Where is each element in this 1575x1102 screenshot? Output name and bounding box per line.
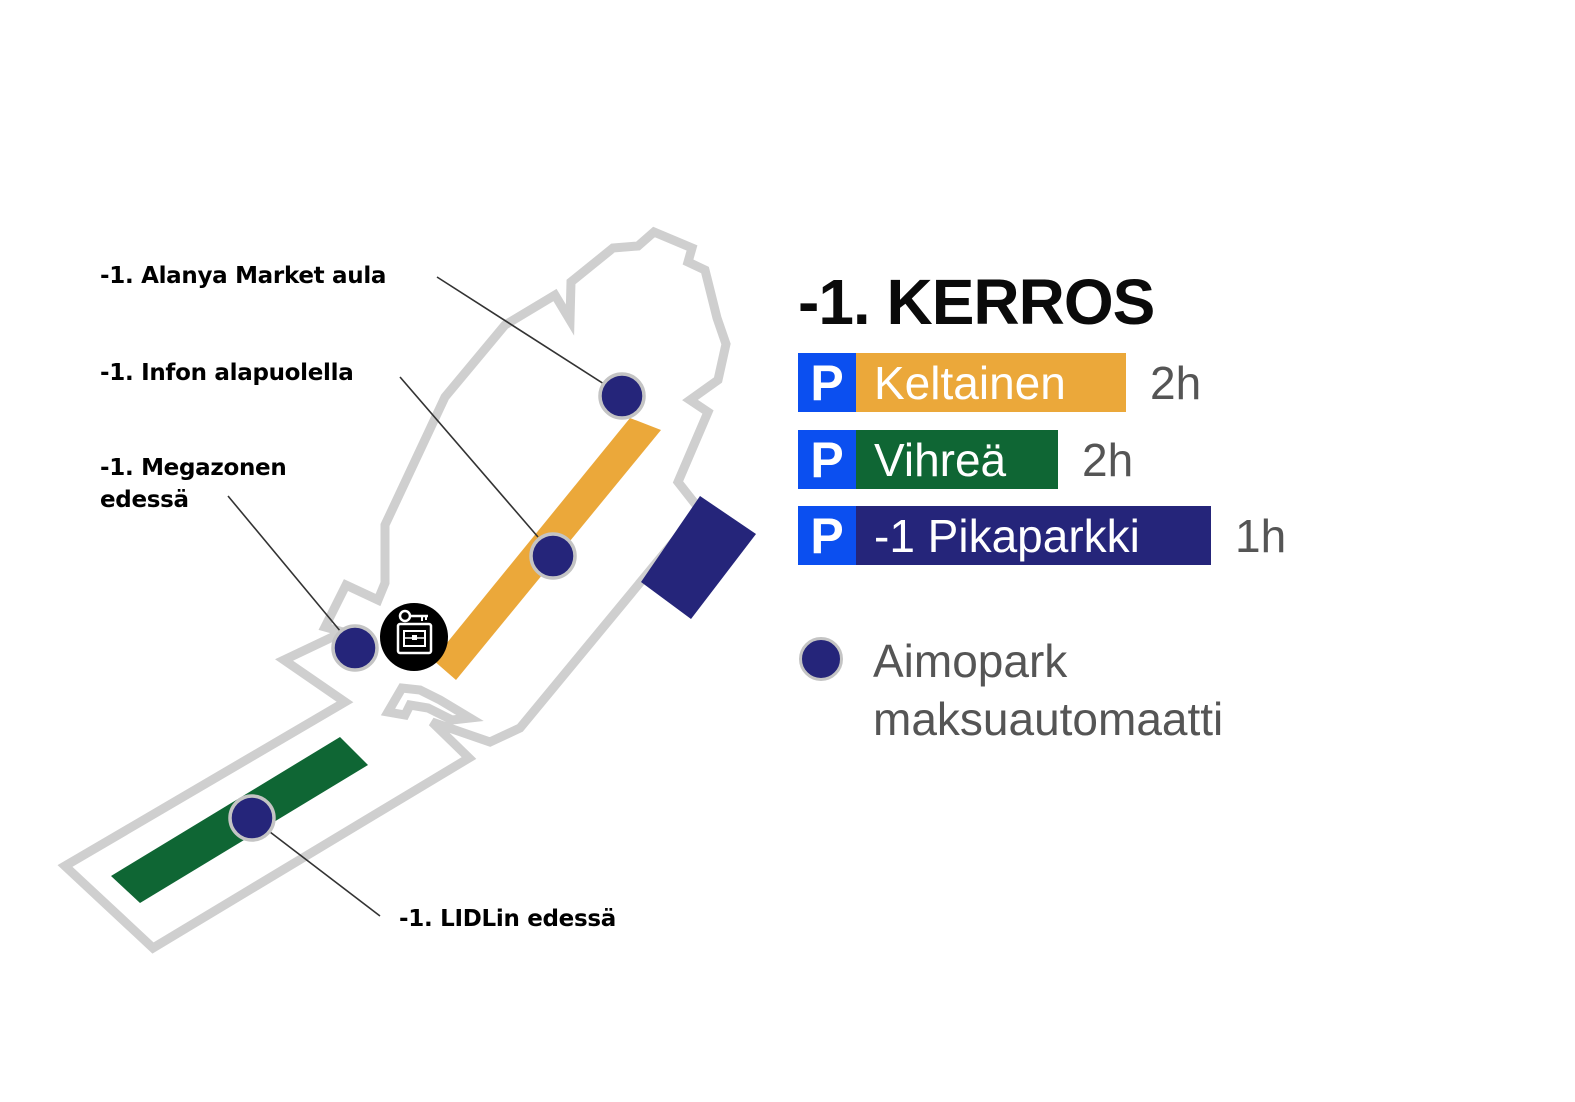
- location-label-megazone-line1: -1. Megazonen: [100, 455, 287, 481]
- location-label-megazone-line2: edessä: [100, 487, 189, 513]
- leader-line-lidl: [269, 831, 381, 917]
- payment-machine-megazone: [331, 624, 379, 672]
- payment-machine-infon: [529, 532, 577, 580]
- legend-line2: maksuautomaatti: [873, 693, 1224, 745]
- parking-name-pikaparkki: -1 Pikaparkki: [856, 506, 1211, 565]
- payment-machine-alanya: [598, 372, 646, 420]
- location-label-megazone: -1. Megazonen edessä: [100, 451, 287, 517]
- payment-machine-lidl: [228, 794, 276, 842]
- legend-payment-machine-label: Aimopark maksuautomaatti: [873, 632, 1223, 748]
- parking-p-icon: P: [798, 430, 856, 489]
- location-label-alanya: -1. Alanya Market aula: [100, 263, 387, 289]
- leader-line-infon: [399, 376, 539, 538]
- floor-title: -1. KERROS: [798, 266, 1155, 338]
- location-label-lidl: -1. LIDLin edessä: [399, 906, 616, 932]
- parking-area-pikaparkki: [641, 496, 756, 619]
- parking-duration-pikaparkki: 1h: [1235, 509, 1287, 562]
- parking-legend-row-vihrea: P Vihreä 2h: [798, 430, 1133, 489]
- parking-legend-row-keltainen: P Keltainen 2h: [798, 353, 1201, 412]
- parking-legend-row-pikaparkki: P -1 Pikaparkki 1h: [798, 506, 1286, 565]
- parking-duration-keltainen: 2h: [1150, 356, 1202, 409]
- parking-name-keltainen: Keltainen: [856, 353, 1126, 412]
- parking-p-icon: P: [798, 353, 856, 412]
- leader-line-megazone: [227, 495, 342, 633]
- parking-name-vihrea: Vihreä: [856, 430, 1058, 489]
- key-and-briefcase-icon: [380, 603, 448, 671]
- leader-line-alanya: [436, 276, 605, 385]
- parking-p-icon: P: [798, 506, 856, 565]
- legend-line1: Aimopark: [873, 635, 1068, 687]
- payment-machine-dot-icon: [799, 637, 843, 681]
- building-outline: [57, 226, 731, 954]
- location-label-infon: -1. Infon alapuolella: [100, 360, 354, 386]
- parking-duration-vihrea: 2h: [1082, 433, 1134, 486]
